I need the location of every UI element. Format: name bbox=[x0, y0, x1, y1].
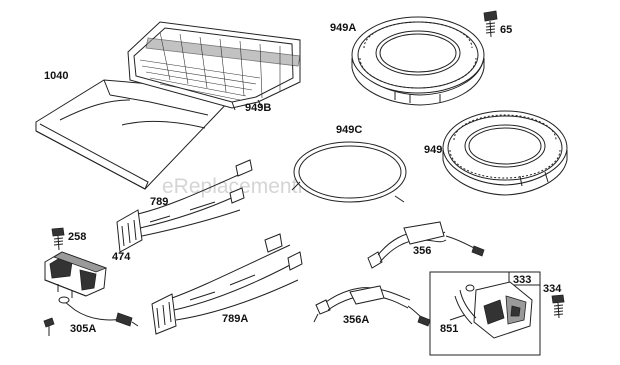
label-305A: 305A bbox=[70, 323, 96, 335]
label-1040: 1040 bbox=[44, 70, 68, 82]
part-949-rotating-screen bbox=[442, 110, 568, 196]
part-305A-screw bbox=[43, 296, 139, 336]
label-949C: 949C bbox=[336, 124, 362, 136]
part-356A-wire-lead bbox=[313, 285, 431, 327]
kit-label-box bbox=[508, 271, 541, 286]
label-333: 333 bbox=[513, 274, 531, 286]
part-949C-ring-screen bbox=[291, 141, 407, 203]
part-949B-housing-top bbox=[127, 21, 301, 111]
label-356: 356 bbox=[413, 245, 431, 257]
part-65-screw bbox=[483, 10, 498, 38]
label-949: 949 bbox=[424, 144, 442, 156]
part-356-wire-lead bbox=[367, 221, 485, 269]
label-789: 789 bbox=[150, 196, 168, 208]
label-65: 65 bbox=[500, 24, 512, 36]
part-949A-rotating-screen bbox=[351, 16, 485, 106]
part-1040-cover-plate bbox=[35, 79, 233, 190]
part-258-screw bbox=[51, 227, 65, 251]
label-258: 258 bbox=[68, 231, 86, 243]
label-356A: 356A bbox=[343, 314, 369, 326]
part-789A-wire-harness bbox=[151, 233, 303, 335]
label-851: 851 bbox=[440, 323, 458, 335]
label-334: 334 bbox=[543, 283, 562, 295]
part-333-kit bbox=[429, 271, 541, 356]
part-789-wire-harness bbox=[116, 159, 253, 253]
label-474: 474 bbox=[112, 251, 131, 263]
part-334-screw bbox=[551, 294, 565, 319]
label-949A: 949A bbox=[330, 22, 356, 34]
label-789A: 789A bbox=[222, 313, 248, 325]
label-949B: 949B bbox=[245, 102, 271, 114]
part-474-module bbox=[44, 251, 108, 298]
